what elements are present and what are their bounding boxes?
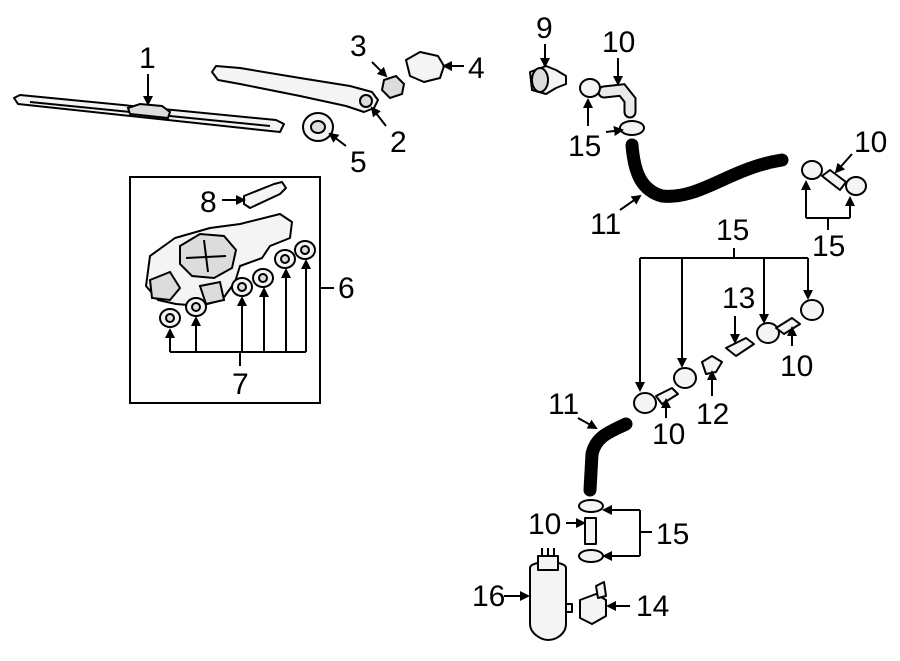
callout-15-middle: 15 xyxy=(716,214,749,247)
callout-10-right: 10 xyxy=(854,126,887,159)
callout-9: 9 xyxy=(536,12,553,45)
leader-lines xyxy=(143,44,855,611)
callout-7: 7 xyxy=(232,368,249,401)
arm-cap[interactable] xyxy=(405,51,445,83)
wiper-motor[interactable] xyxy=(145,213,293,307)
right-hose-connector[interactable] xyxy=(801,160,867,196)
grommet[interactable] xyxy=(302,112,334,142)
callout-11-upper: 11 xyxy=(590,208,621,241)
wiper-blade[interactable] xyxy=(13,94,285,133)
callout-1: 1 xyxy=(139,42,156,75)
callout-2: 2 xyxy=(390,126,407,159)
callout-15-top: 15 xyxy=(568,130,601,163)
callout-13: 13 xyxy=(722,282,755,315)
washer-pump[interactable] xyxy=(529,548,573,641)
nut[interactable] xyxy=(380,74,406,100)
callout-11-lower: 11 xyxy=(548,388,579,421)
hose-segment-upper[interactable] xyxy=(597,83,637,119)
callout-14: 14 xyxy=(636,590,669,623)
callout-15-lower: 15 xyxy=(656,518,689,551)
callout-6: 6 xyxy=(338,272,355,305)
washer-hose-lower[interactable] xyxy=(583,417,633,497)
lower-hose-connector[interactable] xyxy=(578,499,604,563)
callout-10-top: 10 xyxy=(602,26,635,59)
callout-10-mid-right: 10 xyxy=(780,350,813,383)
callout-16: 16 xyxy=(472,580,505,613)
callout-3: 3 xyxy=(350,30,367,63)
washer-hose-upper[interactable] xyxy=(625,138,789,203)
callout-15-right: 15 xyxy=(812,230,845,263)
callout-10-mid-left: 10 xyxy=(652,418,685,451)
callout-8: 8 xyxy=(200,186,217,219)
callout-12: 12 xyxy=(696,398,729,431)
washer-nozzle[interactable] xyxy=(529,65,567,95)
wiper-arm[interactable] xyxy=(211,65,379,113)
callout-labels: 1 2 3 4 5 6 7 8 9 10 10 10 10 10 11 11 1… xyxy=(139,12,887,623)
callout-4: 4 xyxy=(468,52,485,85)
callout-5: 5 xyxy=(350,146,367,179)
callout-10-lower: 10 xyxy=(528,508,561,541)
check-valve[interactable] xyxy=(579,581,607,625)
hose-joint-assembly[interactable] xyxy=(633,299,824,414)
